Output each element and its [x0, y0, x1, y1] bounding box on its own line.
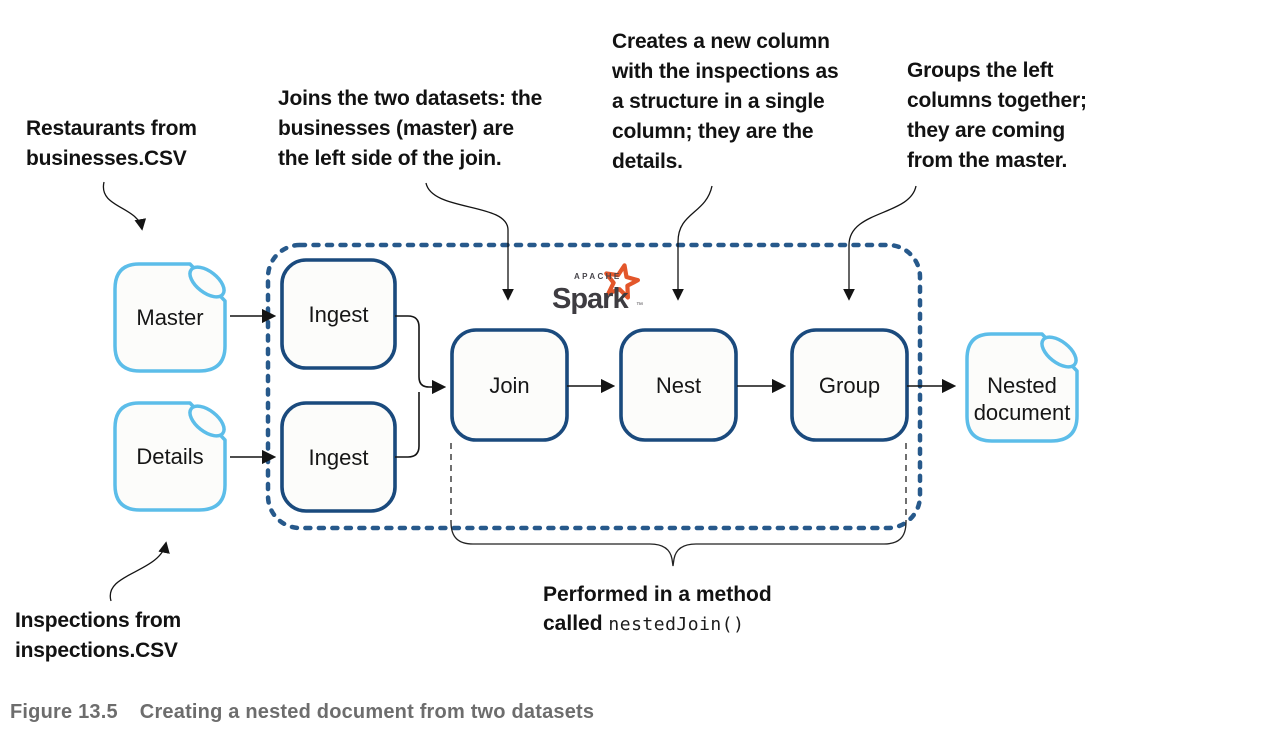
join-label: Join: [489, 373, 530, 398]
apache-label: APACHE: [574, 272, 622, 281]
figure-caption: Figure 13.5 Creating a nested document fr…: [10, 701, 594, 724]
spark-trademark: ™: [636, 302, 643, 309]
group-label: Group: [818, 373, 881, 398]
ingest-top-box: [280, 258, 397, 370]
annotation-restaurants: Restaurants from businesses.CSV: [26, 117, 197, 170]
annotation-creates: Creates a new column with the inspection…: [612, 30, 839, 173]
annotation-inspections: Inspections from inspections.CSV: [15, 609, 181, 662]
leader-joins-to-join: [425, 182, 514, 301]
brace-curly-bracket: [450, 521, 907, 567]
leader-creates-to-nest: [672, 185, 713, 301]
nested-document-label: Nested document: [973, 373, 1071, 425]
master-label: Master: [136, 305, 204, 330]
ingest-bottom-label: Ingest: [308, 445, 369, 470]
group-box: [790, 328, 909, 442]
annotation-groups: Groups the left columns together; they a…: [907, 59, 1087, 172]
nest-label: Nest: [655, 373, 702, 398]
spark-logotype: Spark: [552, 283, 629, 315]
elbow-ingest-bottom-to-join: [395, 392, 420, 458]
figure-caption-label: Figure 13.5: [10, 701, 118, 723]
join-box: [450, 328, 569, 442]
details-label: Details: [136, 444, 204, 469]
elbow-ingest-top-to-join: [395, 315, 447, 395]
performed-annotation: Performed in a method called nestedJoin(…: [543, 580, 772, 639]
spark-star-icon: [604, 263, 640, 300]
performed-line1: Performed in a method: [543, 583, 772, 606]
leader-groups-to-group: [843, 185, 917, 301]
ingest-top-label: Ingest: [308, 302, 369, 327]
annotation-joins: Joins the two datasets: the businesses (…: [278, 87, 543, 170]
leader-restaurants-to-master: [102, 181, 147, 231]
nest-box: [619, 328, 738, 442]
leader-inspections-to-details: [109, 541, 170, 602]
performed-called-label: called: [543, 612, 603, 635]
performed-code-label: nestedJoin(): [608, 614, 745, 635]
figure-caption-title: Creating a nested document from two data…: [139, 701, 595, 723]
